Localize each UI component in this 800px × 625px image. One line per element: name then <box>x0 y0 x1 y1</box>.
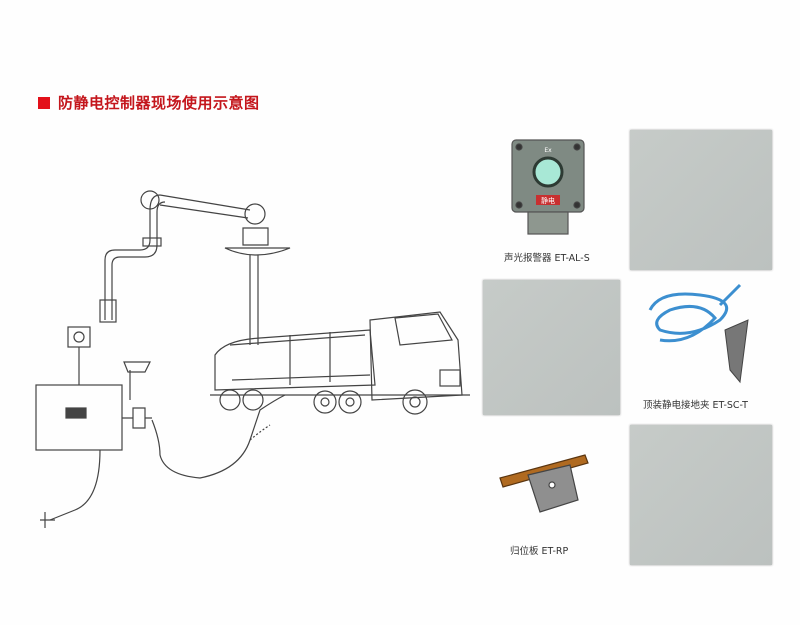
alarm-label: 声光报警器 ET-AL-S <box>504 253 590 264</box>
clamp-label: 顶装静电接地夹 ET-SC-T <box>643 400 748 411</box>
return-plate-image <box>499 454 589 513</box>
ex-mark-text: Ex <box>544 147 552 154</box>
alarm-badge-text: 静电 <box>541 196 555 205</box>
product-image-placeholder <box>630 425 772 565</box>
title-text: 防静电控制器现场使用示意图 <box>58 94 260 112</box>
product-image-placeholder <box>630 130 772 270</box>
controller-illustration <box>35 326 286 528</box>
grounding-clamp-image <box>648 283 749 384</box>
alarm-product-image: 静电 Ex <box>511 139 585 235</box>
loading-arm-illustration <box>99 190 291 345</box>
red-square-bullet <box>38 96 50 109</box>
section-title: 防静电控制器现场使用示意图 <box>38 92 260 113</box>
tanker-truck-illustration <box>210 311 470 415</box>
return-plate-label: 归位板 ET-RP <box>510 546 569 557</box>
product-image-placeholder <box>483 280 620 415</box>
